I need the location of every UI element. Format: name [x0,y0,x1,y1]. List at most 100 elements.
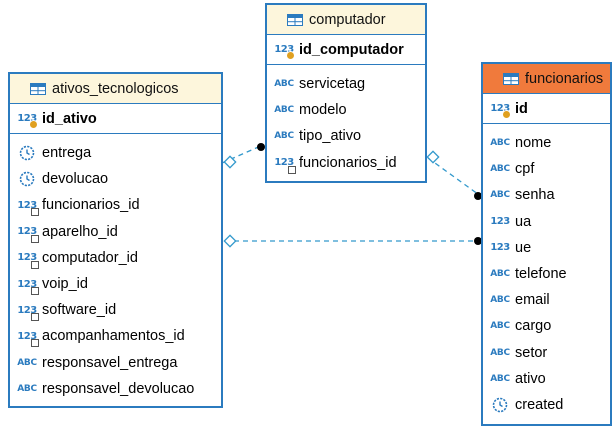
numeric-fk-icon: 123 [16,328,39,348]
column-name: computador_id [42,249,138,266]
text-icon: ABC [274,131,294,142]
numeric-fk-icon: 123 [16,302,39,322]
column-name: voip_id [42,276,88,293]
column-name: aparelho_id [42,223,118,240]
column-name: responsavel_entrega [42,354,178,371]
column-row[interactable]: created [483,392,610,418]
table-icon [503,72,519,85]
link-diamond-ativos-2 [223,234,237,248]
numeric-key-icon: 123 [489,101,511,119]
column-row[interactable]: 123 ue [483,235,610,261]
numeric-fk-icon: 123 [16,276,39,296]
column-name: funcionarios_id [42,197,140,214]
column-name: nome [515,135,552,152]
link-computador-funcionarios [427,157,483,198]
column-name: tipo_ativo [299,128,362,145]
column-row[interactable]: entrega [10,140,221,166]
column-name: telefone [515,266,567,283]
column-row[interactable]: ABC setor [483,340,610,366]
link-ativos-computador [221,144,264,164]
column-row[interactable]: ABC responsavel_devolucao [10,376,221,402]
text-icon: ABC [274,79,294,90]
table-computador[interactable]: computador 123 id_computador ABC servicet… [265,3,427,183]
text-icon: ABC [17,383,37,394]
column-row[interactable]: ABC modelo [267,97,425,123]
link-diamond-ativos [223,155,237,169]
text-icon: ABC [490,138,510,149]
link-diamond-computador [426,150,440,164]
column-name: software_id [42,302,117,319]
numeric-key-icon: 123 [273,42,295,60]
column-row[interactable]: ABC tipo_ativo [267,123,425,149]
datetime-icon [489,397,511,413]
column-name: entrega [42,145,92,162]
table-header[interactable]: computador [267,5,425,35]
numeric-icon: 123 [490,242,510,254]
column-name: cargo [515,318,552,335]
column-row[interactable]: ABC nome [483,130,610,156]
table-title: funcionarios [525,70,604,87]
table-ativos-tecnologicos[interactable]: ativos_tecnologicos 123 id_ativo entrega… [8,72,223,408]
column-row[interactable]: ABC cargo [483,313,610,339]
datetime-icon [16,145,38,161]
text-icon: ABC [274,105,294,116]
text-icon: ABC [490,269,510,280]
numeric-key-icon: 123 [16,111,38,129]
column-name: senha [515,187,555,204]
text-icon: ABC [17,357,37,368]
numeric-fk-icon: 123 [16,197,39,217]
table-icon [30,82,46,95]
column-name: created [515,396,564,413]
column-row[interactable]: ABC responsavel_entrega [10,350,221,376]
text-icon: ABC [490,347,510,358]
datetime-icon [16,171,38,187]
column-name: servicetag [299,76,366,93]
column-row[interactable]: ABC senha [483,182,610,208]
primary-key-row[interactable]: 123 id_computador [267,35,425,65]
numeric-fk-icon: 123 [273,155,296,174]
numeric-icon: 123 [490,216,510,228]
column-name: setor [515,344,548,361]
column-name: acompanhamentos_id [42,328,185,345]
numeric-fk-icon: 123 [16,250,39,269]
link-dot-funcionarios-2 [474,237,482,245]
table-header[interactable]: ativos_tecnologicos [10,74,221,104]
column-row[interactable]: ABC telefone [483,261,610,287]
link-dot-computador [257,143,265,151]
text-icon: ABC [490,164,510,175]
column-name: email [515,292,550,309]
column-name: responsavel_devolucao [42,380,195,397]
text-icon: ABC [490,321,510,332]
column-row[interactable]: ABC ativo [483,366,610,392]
column-name: ue [515,239,532,256]
text-icon: ABC [490,373,510,384]
primary-key-row[interactable]: 123 id [483,94,610,124]
link-dot-funcionarios-1 [474,192,482,200]
text-icon: ABC [490,190,510,201]
column-name: modelo [299,102,347,119]
column-row[interactable]: devolucao [10,166,221,192]
primary-key-row[interactable]: 123 id_ativo [10,104,221,134]
numeric-fk-icon: 123 [16,224,39,243]
column-row[interactable]: ABC servicetag [267,71,425,97]
column-name: funcionarios_id [299,154,397,171]
column-name: devolucao [42,171,109,188]
column-name: ativo [515,370,546,387]
table-title: ativos_tecnologicos [52,80,179,97]
table-header[interactable]: funcionarios [483,64,610,94]
